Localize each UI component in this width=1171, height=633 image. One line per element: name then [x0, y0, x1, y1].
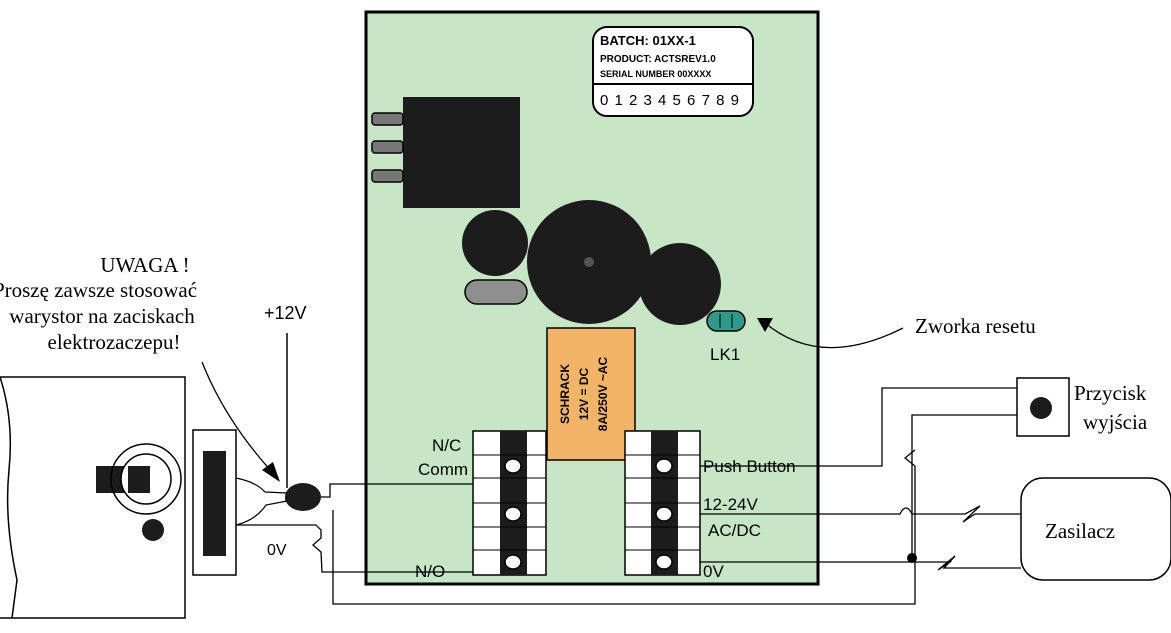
label-0v: 0V [703, 562, 724, 581]
wire-push-return [911, 414, 1017, 556]
power-supply-label: Zasilacz [1045, 519, 1115, 543]
power-supply-box [1020, 477, 1171, 581]
relay-rating: 8A/250V ~AC [596, 356, 610, 431]
wire-no [236, 524, 473, 573]
jumper-label: LK1 [710, 345, 740, 364]
digits-text: 0 1 2 3 4 5 6 7 8 9 [600, 92, 740, 109]
wire-power-positive [700, 505, 1021, 523]
reset-arrow [763, 321, 904, 349]
svg-text:elektrozaczepu!: elektrozaczepu! [48, 330, 181, 354]
wire-comm [321, 483, 473, 498]
serial-text: SERIAL NUMBER 00XXXX [600, 69, 711, 79]
square-component [371, 97, 520, 208]
relay-coil: 12V = DC [577, 367, 591, 420]
left-terminal-block [472, 430, 547, 576]
capacitor-right [639, 243, 721, 325]
reset-jumper-label: Zworka resetu [915, 314, 1036, 338]
right-terminal-block [624, 430, 701, 576]
reset-jumper [706, 310, 746, 332]
label-comm: Comm [418, 460, 468, 479]
svg-text:warystor na zaciskach: warystor na zaciskach [9, 304, 195, 328]
batch-label-box: BATCH: 01XX-1 PRODUCT: ACTSREV1.0 SERIAL… [592, 26, 754, 117]
relay: SCHRACK 12V = DC 8A/250V ~AC [546, 327, 636, 461]
exit-button-label-1: Przycisk [1074, 381, 1147, 405]
relay-brand: SCHRACK [558, 364, 572, 424]
wire-return [332, 449, 916, 605]
warning-text: UWAGA ! Proszę zawsze stosować warystor … [0, 253, 197, 354]
warning-arrow [201, 361, 273, 473]
buzzer-center [584, 257, 594, 267]
exit-button-label-2: wyjścia [1083, 410, 1148, 434]
strike-core [203, 451, 226, 556]
batch-text: BATCH: 01XX-1 [600, 33, 696, 48]
varistor [285, 483, 321, 511]
lock-ring-outer [110, 443, 182, 515]
svg-text:UWAGA !: UWAGA ! [100, 253, 189, 277]
grey-pill-component [464, 279, 528, 305]
exit-button [1030, 397, 1052, 419]
wire-push-button [700, 387, 1017, 467]
junction-dot [907, 553, 917, 563]
door-outline [0, 376, 186, 619]
capacitor-small [462, 210, 528, 276]
label-acdc: AC/DC [708, 521, 761, 540]
plus12v-label: +12V [264, 303, 307, 323]
label-12-24v: 12-24V [703, 495, 758, 514]
zero-v-left-label: 0V [267, 542, 287, 559]
keyhole [142, 519, 164, 541]
lock-handle-end [128, 466, 150, 493]
product-text: PRODUCT: ACTSREV1.0 [600, 54, 716, 65]
svg-text:Proszę zawsze stosować: Proszę zawsze stosować [0, 278, 197, 302]
label-nc: N/C [432, 436, 461, 455]
